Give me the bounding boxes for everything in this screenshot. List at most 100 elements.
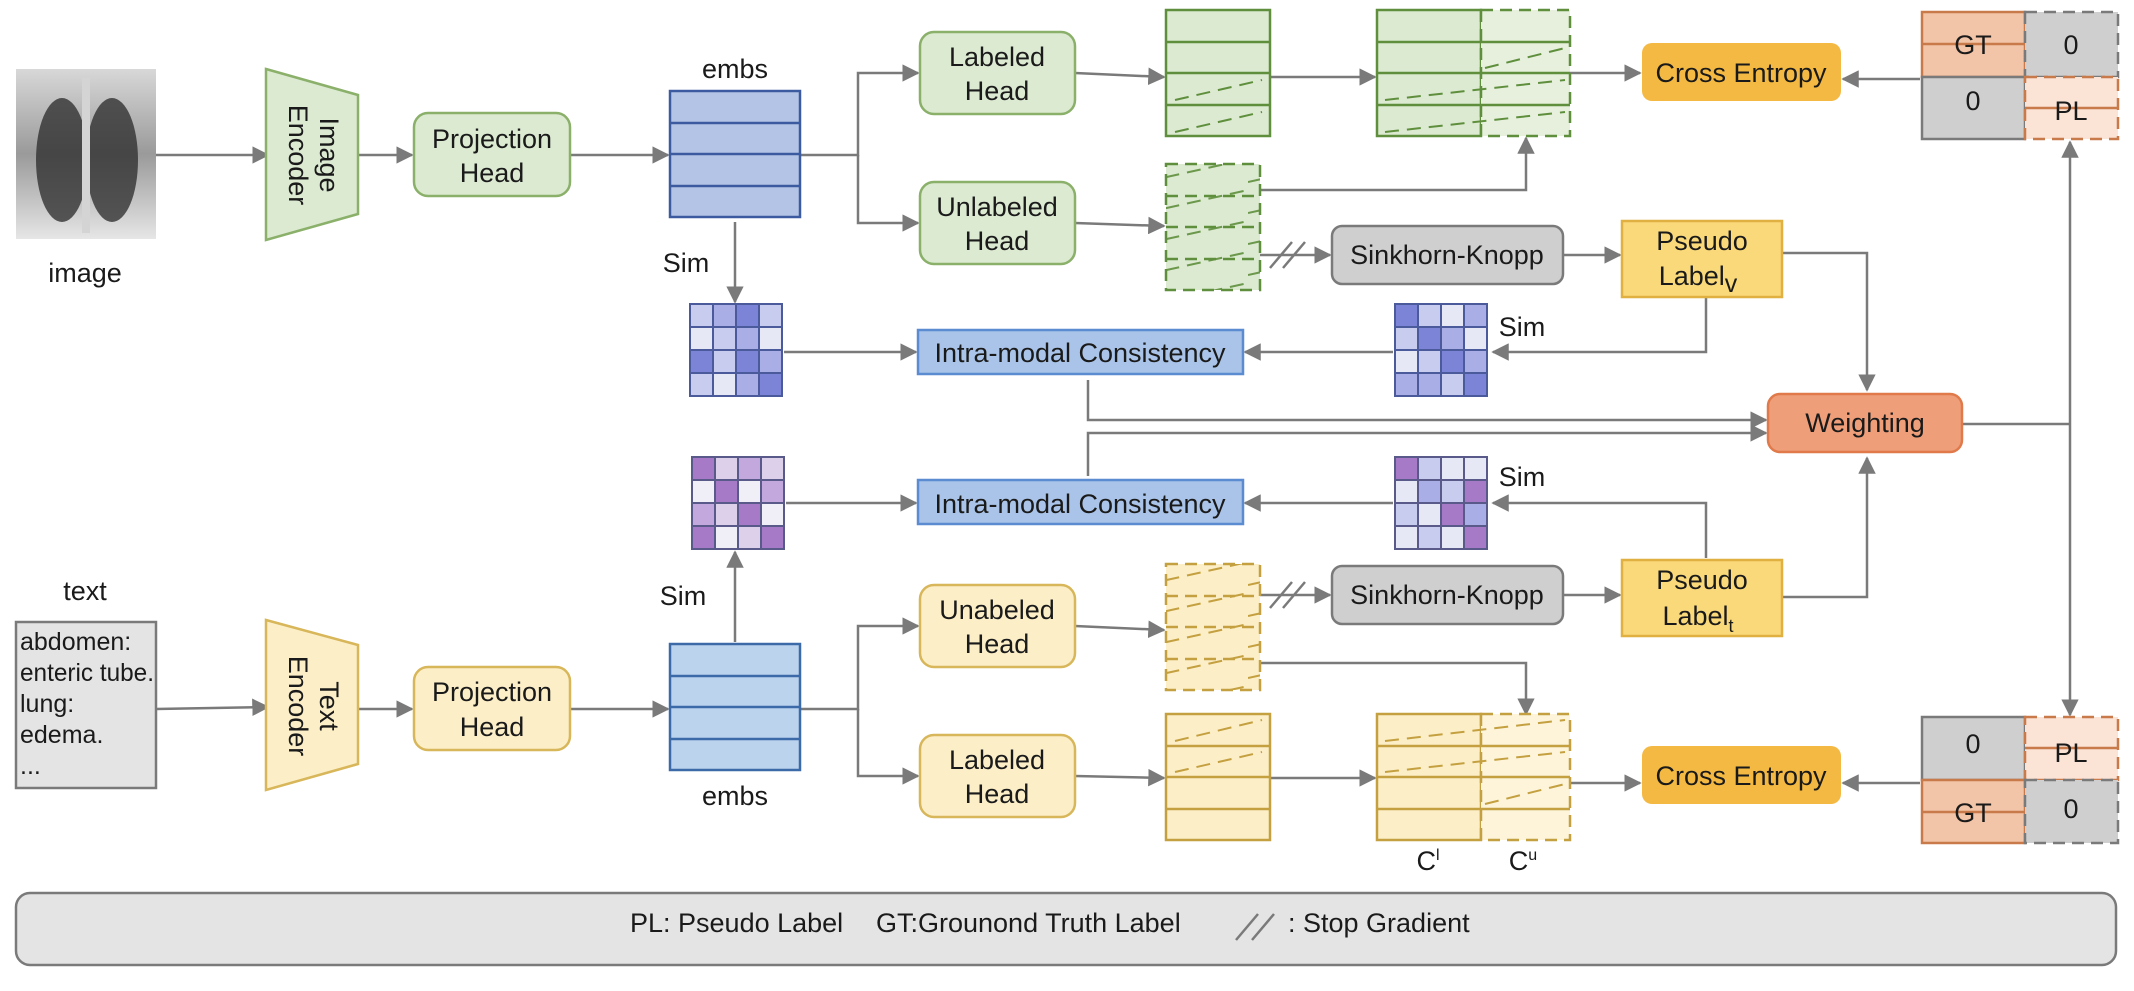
weighting: Weighting [1766,392,1964,454]
text-embs-label: embs [702,781,768,811]
similarity-cell [1463,525,1488,550]
intra-modal-consistency-top: Intra-modal Consistency [916,328,1245,376]
pseudo-label-t-similarity-matrix [1394,456,1488,550]
similarity-cell [1417,326,1442,351]
similarity-cell [1463,372,1488,397]
similarity-cell [1463,502,1488,527]
matrix-bottom-gt: GT [1954,798,1992,828]
txt-sim-label: Sim [660,581,707,611]
text-line-3: lung: [20,690,74,718]
similarity-cell [1440,349,1465,374]
arrow-unlabeled-head-to-logits [1074,216,1166,235]
matrix-top-gt: GT [1954,30,1992,60]
image-unlabeled-logits [1164,162,1262,292]
legend-stop-gradient: : Stop Gradient [1288,908,1470,938]
pseudo-label-t: Pseudo Labelt [1620,558,1784,638]
text-concat-logits [1375,712,1572,842]
pseudo-label-v: Pseudo Labelv [1620,219,1784,299]
text-unlabeled-logits [1164,562,1262,692]
similarity-cell [1394,349,1419,374]
text-input-box: abdomen: enteric tube. lung: edema. ... [14,620,158,790]
matrix-top-zero-a: 0 [2063,30,2078,60]
legend-bar: PL: Pseudo Label GT:Grounond Truth Label… [14,891,2118,967]
similarity-cell [1394,479,1419,504]
legend-gt: GT:Grounond Truth Label [876,908,1181,938]
pseudo-label-v-similarity-matrix [1394,303,1488,397]
similarity-cell [758,372,783,397]
text-encoder: Text Encoder [264,618,360,792]
image-labeled-head: Labeled Head [918,30,1077,116]
svg-text:Pseudo: Pseudo [1656,226,1748,256]
text-labeled-logits [1164,712,1272,842]
similarity-cell [714,456,739,481]
similarity-cell [760,479,785,504]
svg-text:Labeled: Labeled [949,42,1045,72]
c-unlabeled-label: Cu [1509,846,1537,876]
svg-text:Labelv: Labelv [1659,261,1738,298]
similarity-cell [712,303,737,328]
svg-text:Head: Head [965,779,1030,809]
stop-gradient-icon-top [1269,241,1306,269]
svg-text:Pseudo: Pseudo [1656,565,1748,595]
svg-text:Weighting: Weighting [1805,408,1925,438]
legend-stop-gradient-icon [1235,913,1275,941]
svg-text:Intra-modal Consistency: Intra-modal Consistency [934,338,1226,368]
arrow-embs-to-unlabeled-head [856,155,920,232]
matrix-bottom-zero-b: 0 [2063,794,2078,824]
text-line-4: edema. [20,721,103,749]
label-matrix-bottom: 0 PL GT 0 [1920,715,2120,845]
similarity-cell [712,349,737,374]
similarity-cell [1417,479,1442,504]
text-similarity-matrix [691,456,785,550]
similarity-cell [1394,502,1419,527]
stop-gradient-icon-bottom [1269,581,1306,609]
similarity-cell [1417,456,1442,481]
similarity-cell [1463,349,1488,374]
sinkhorn-knopp-top: Sinkhorn-Knopp [1330,224,1565,286]
arrow-text-to-encoder [155,698,270,717]
arrow-embs-to-labeled-head [800,64,920,157]
similarity-cell [1394,326,1419,351]
image-embs-label: embs [702,54,768,84]
legend-pl: PL: Pseudo Label [630,908,843,938]
svg-text:Labelt: Labelt [1662,601,1733,636]
similarity-cell [1440,525,1465,550]
cross-entropy-bottom: Cross Entropy [1642,746,1841,804]
similarity-cell [737,525,762,550]
similarity-cell [1440,303,1465,328]
arrow-text-labeled-head-to-logits [1074,768,1166,787]
arrow-labeled-head-to-logits [1074,67,1166,86]
image-labeled-logits [1164,8,1272,138]
similarity-cell [758,303,783,328]
similarity-cell [1417,349,1442,374]
svg-text:Image: Image [314,117,344,192]
text-labeled-head: Labeled Head [918,733,1077,819]
matrix-top-pl: PL [2054,96,2087,126]
arrow-unlabeled-logits-to-concat [1260,136,1535,192]
arrow-pl-v-to-sim [1491,298,1708,361]
similarity-cell [735,303,760,328]
image-embs [668,89,802,219]
similarity-cell [1417,303,1442,328]
similarity-cell [1417,502,1442,527]
svg-text:Encoder: Encoder [283,656,313,757]
label-matrix-top: GT 0 0 PL [1920,10,2120,141]
matrix-bottom-pl: PL [2054,738,2087,768]
svg-text:Labeled: Labeled [949,745,1045,775]
similarity-cell [760,502,785,527]
similarity-cell [1417,525,1442,550]
similarity-cell [735,349,760,374]
svg-text:Unabeled: Unabeled [939,595,1055,625]
similarity-cell [1394,525,1419,550]
similarity-cell [714,502,739,527]
svg-text:Sinkhorn-Knopp: Sinkhorn-Knopp [1350,580,1544,610]
image-similarity-matrix [689,303,783,397]
pl-t-sim-label: Sim [1499,462,1546,492]
svg-text:Unlabeled: Unlabeled [936,192,1058,222]
matrix-top-zero-b: 0 [1965,86,1980,116]
arrow-text-embs-to-unlabeled-head [800,617,920,711]
similarity-cell [691,502,716,527]
svg-text:Cross Entropy: Cross Entropy [1655,58,1827,88]
sinkhorn-knopp-bottom: Sinkhorn-Knopp [1330,564,1565,626]
svg-text:Head: Head [965,226,1030,256]
